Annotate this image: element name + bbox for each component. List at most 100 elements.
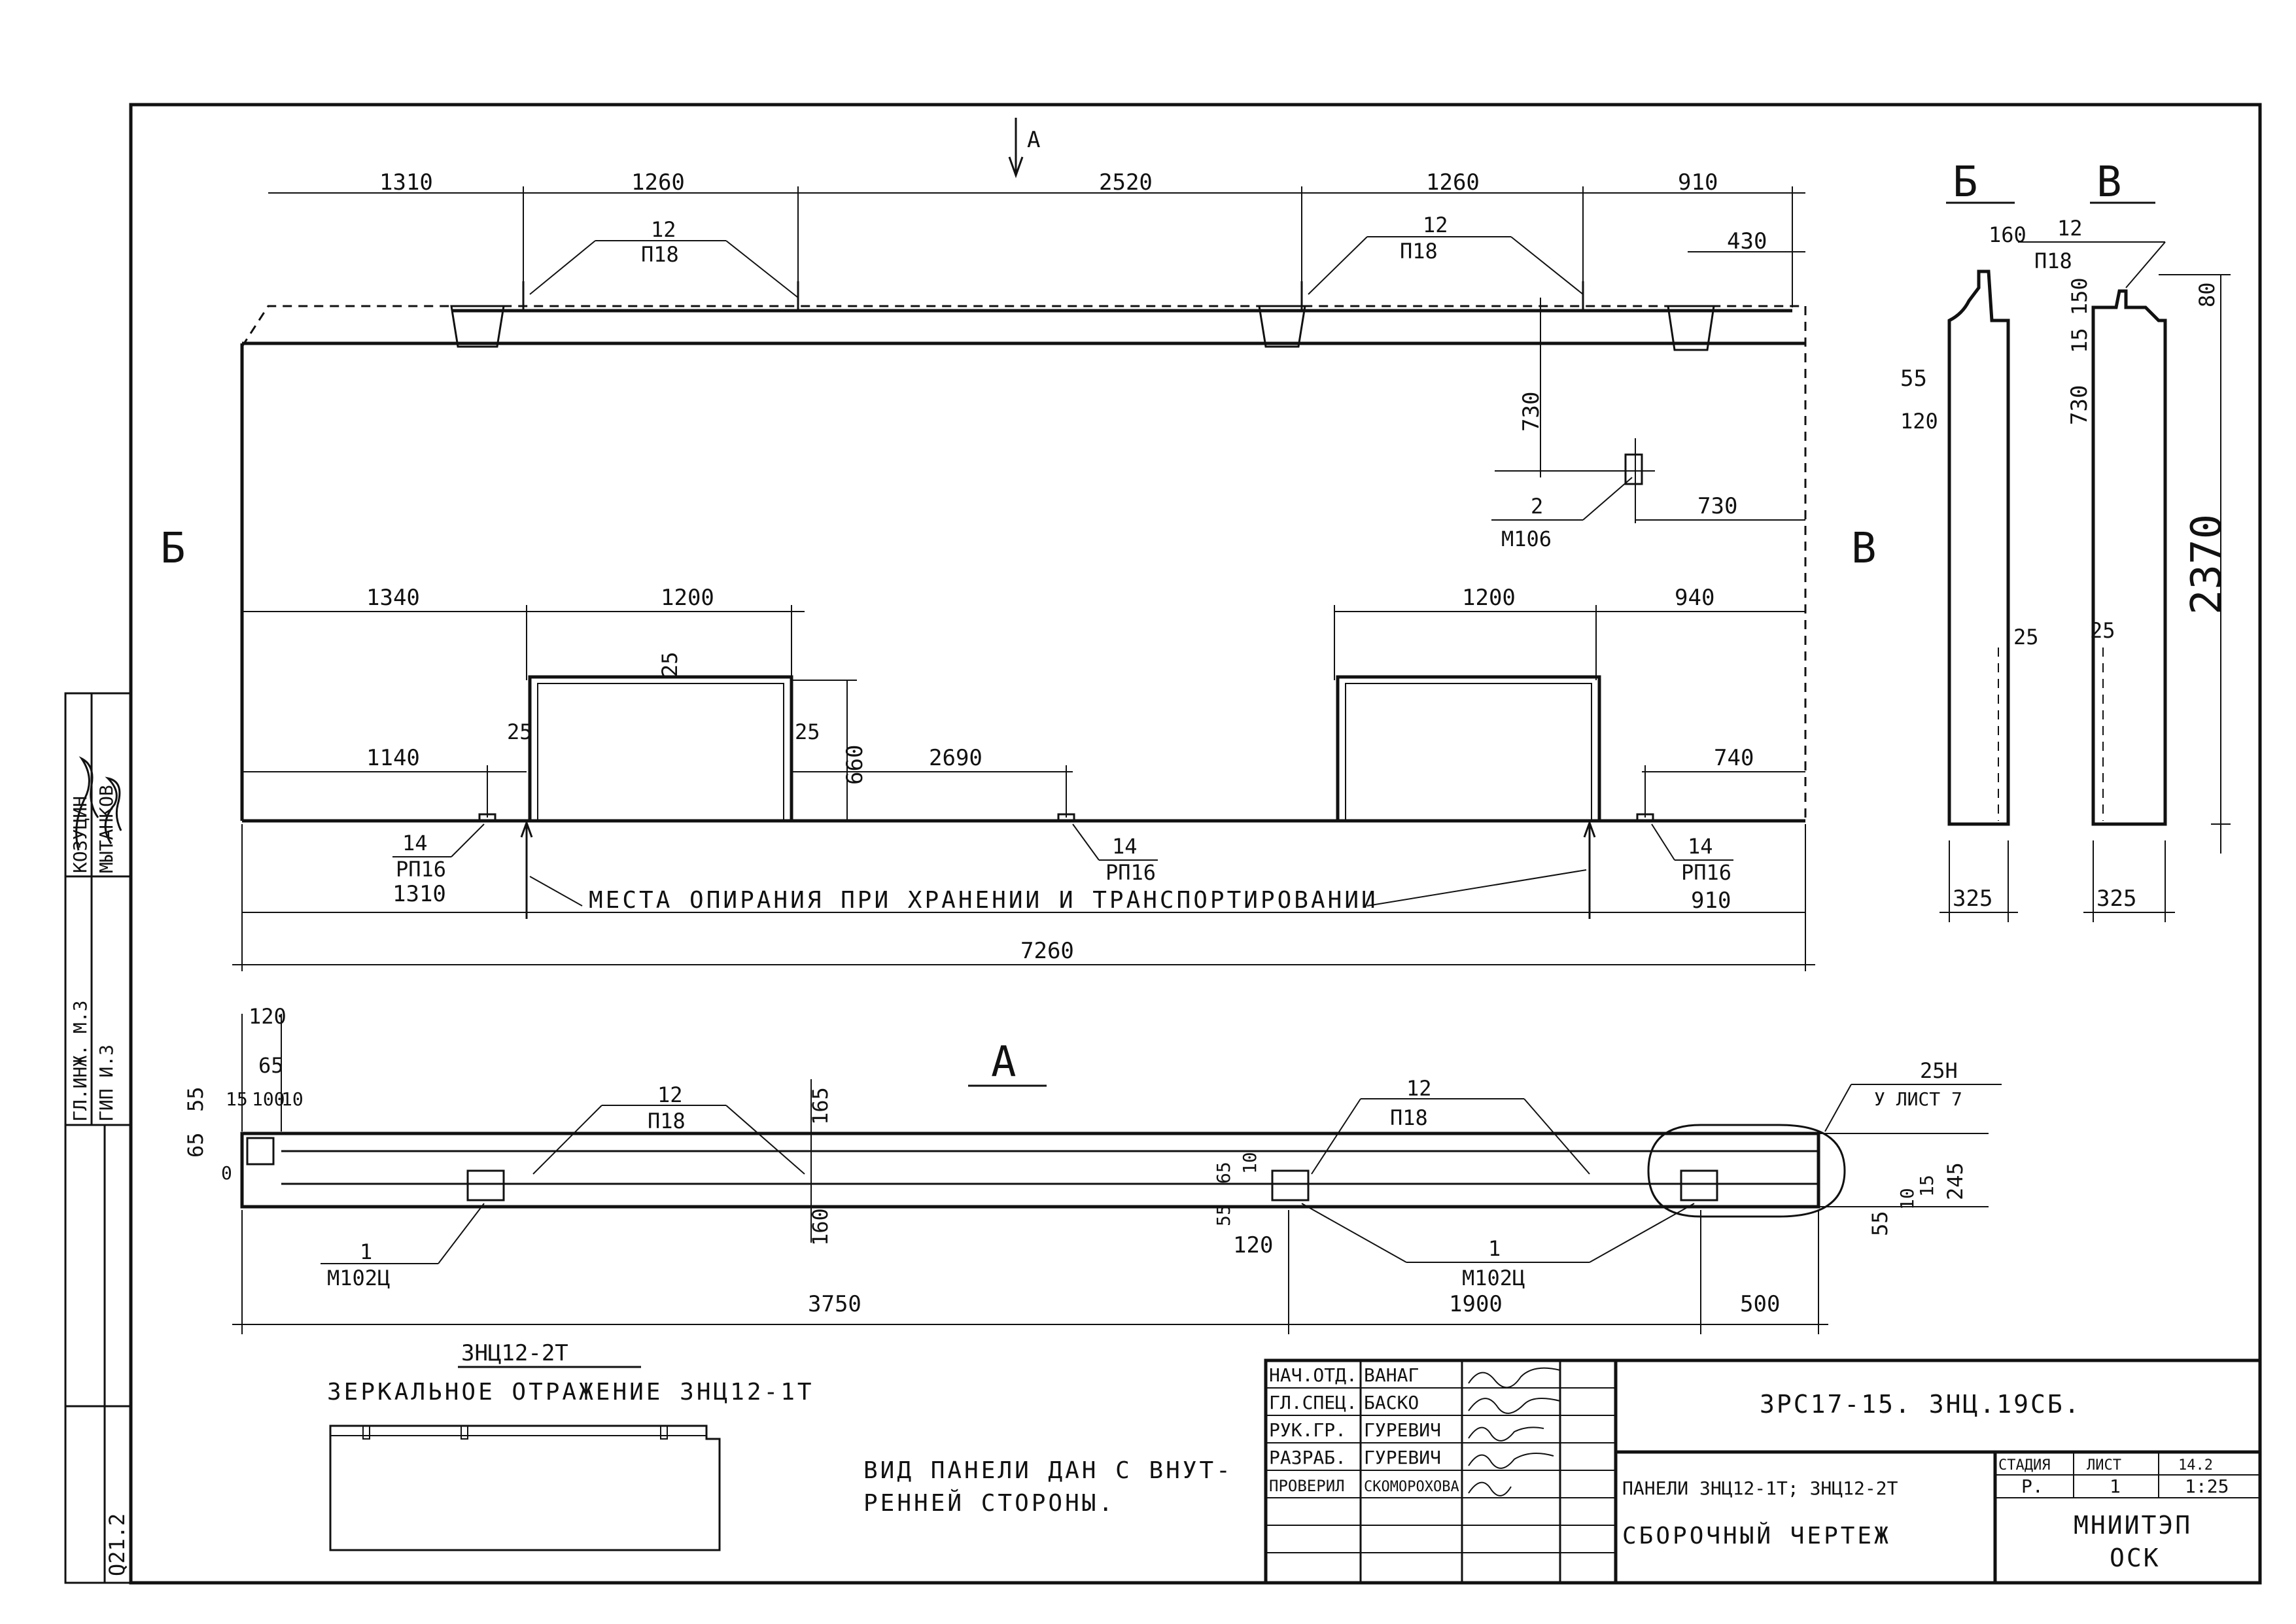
support-note: МЕСТА ОПИРАНИЯ ПРИ ХРАНЕНИИ И ТРАНСПОРТИ… <box>589 887 1378 914</box>
plan-dim-1900: 1900 <box>1449 1291 1503 1317</box>
plan-title: А <box>991 1038 1017 1086</box>
elev-p18-left-num: 12 <box>651 217 676 242</box>
window-dim-1200-right: 1200 <box>1462 585 1516 611</box>
plan-m102-right-num: 1 <box>1488 1236 1501 1261</box>
top-dim-5: 910 <box>1678 169 1718 196</box>
tb-stage-header: СТАДИЯ <box>1998 1457 2050 1474</box>
plan-dim-65-side: 65 <box>183 1132 208 1158</box>
tb-scale: 1:25 <box>2185 1476 2229 1497</box>
tb-role-3: РУК.ГР. <box>1269 1419 1346 1441</box>
total-length-7260: 7260 <box>1020 938 1074 964</box>
plan-dim-0: 0 <box>221 1162 232 1184</box>
tb-signature-1 <box>1468 1367 1561 1389</box>
tb-signature-3 <box>1468 1426 1544 1442</box>
window-opening-right <box>1336 675 1601 823</box>
tb-code: 3РС17-15. 3НЦ.19СБ. <box>1760 1390 2081 1419</box>
side-stamp-frame <box>64 692 132 1584</box>
section-v: В 12 П18 15 150 80 730 25 2370 325 <box>2018 158 2231 922</box>
support-dim-910: 910 <box>1691 888 1731 914</box>
top-dim-4: 1260 <box>1426 169 1480 196</box>
signature-1 <box>75 756 99 851</box>
section-v-dim-2370: 2370 <box>2183 514 2231 615</box>
section-v-callout-mark: П18 <box>2034 249 2072 273</box>
top-dim-2: 1260 <box>631 169 685 196</box>
plan-dim-3750: 3750 <box>808 1291 861 1317</box>
side-stamp-role-2: ГИП И.З <box>96 1045 117 1122</box>
plan-dim-100: 100 <box>252 1088 285 1110</box>
view-arrow-label: А <box>1027 127 1040 153</box>
elev-p18-right-num: 12 <box>1423 213 1448 237</box>
section-b-title: Б <box>1953 158 1978 207</box>
plan-p18-right-num: 12 <box>1406 1076 1432 1101</box>
plan-small-55: 55 <box>1213 1204 1234 1226</box>
tb-title-line2: СБОРОЧНЫЙ ЧЕРТЕЖ <box>1622 1522 1891 1549</box>
tb-role-1: НАЧ.ОТД. <box>1269 1364 1357 1386</box>
rp16-b-mark: РП16 <box>1105 860 1156 885</box>
rp16-c-mark: РП16 <box>1681 860 1731 885</box>
plan-dim-160: 160 <box>808 1208 833 1246</box>
section-b-dim-55: 55 <box>1900 366 1927 392</box>
side-stamp-ref: Q21.2 <box>105 1513 130 1576</box>
rp16-a-num: 14 <box>402 831 428 855</box>
side-stamp-role-1: ГЛ.ИНЖ. М.З <box>69 1001 91 1122</box>
mirror-mark: 3НЦ12-2Т <box>461 1340 568 1366</box>
plan-m102-left-num: 1 <box>360 1239 372 1264</box>
tb-org-line1: МНИИТЭП <box>2074 1511 2192 1540</box>
elev-p18-left-mark: П18 <box>641 242 679 267</box>
section-b: Б 160 55 120 25 325 <box>1900 158 2039 922</box>
tb-signature-2 <box>1468 1398 1561 1414</box>
plan-p18-left-mark: П18 <box>648 1109 686 1133</box>
window-height-660: 660 <box>842 745 868 785</box>
mirror-variant: 3НЦ12-2Т ЗЕРКАЛЬНОЕ ОТРАЖЕНИЕ 3НЦ12-1Т <box>327 1340 812 1551</box>
window-opening-left <box>528 675 793 823</box>
node-25n-highlight <box>1647 1124 1846 1218</box>
bottom-dim-2690: 2690 <box>929 745 983 771</box>
tb-sheets-header: 14.2 <box>2178 1457 2213 1474</box>
tb-role-2: ГЛ.СПЕЦ. <box>1269 1392 1357 1413</box>
section-b-dim-325: 325 <box>1953 886 1992 912</box>
plan-right-245: 245 <box>1943 1162 1968 1200</box>
section-b-dim-120: 120 <box>1900 409 1938 434</box>
elev-dim-730-embed: 730 <box>1697 493 1737 519</box>
plan-right-55: 55 <box>1868 1211 1892 1236</box>
node-ref-sheet: У ЛИСТ 7 <box>1874 1088 1962 1110</box>
tb-name-3: ГУРЕВИЧ <box>1364 1419 1441 1441</box>
section-v-callout-num: 12 <box>2057 216 2083 241</box>
rp16-c-num: 14 <box>1688 834 1713 859</box>
window-25-top: 25 <box>657 651 682 677</box>
plan-m102-left-mark: М102Ц <box>327 1266 390 1290</box>
tb-name-1: ВАНАГ <box>1364 1364 1419 1386</box>
tb-role-5: ПРОВЕРИЛ <box>1269 1477 1345 1495</box>
plan-small-10: 10 <box>1239 1152 1261 1174</box>
plan-p18-right-mark: П18 <box>1390 1105 1428 1130</box>
section-v-dim-15-150: 15 150 <box>2067 277 2092 353</box>
tb-stage: Р. <box>2021 1476 2044 1497</box>
tb-sheet-header: ЛИСТ <box>2087 1457 2121 1474</box>
section-v-title: В <box>2096 158 2122 207</box>
bottom-dim-740: 740 <box>1714 745 1754 771</box>
elev-dim-730-vert: 730 <box>1518 392 1544 432</box>
tb-role-4: РАЗРАБ. <box>1269 1447 1346 1468</box>
plan-dim-65-top: 65 <box>258 1053 284 1078</box>
tb-signature-5 <box>1468 1481 1512 1496</box>
top-dim-1: 1310 <box>379 169 433 196</box>
tb-title-line1: ПАНЕЛИ 3НЦ12-1Т; 3НЦ12-2Т <box>1622 1477 1898 1499</box>
elev-p18-right-mark: П18 <box>1400 239 1438 264</box>
window-dim-1200-left: 1200 <box>661 585 714 611</box>
bottom-dim-1140: 1140 <box>366 745 420 771</box>
plan-view-a: А 120 65 15 100 10 65 55 0 12 П18 12 П18 <box>183 1004 2002 1334</box>
plan-dim-15: 15 <box>226 1088 248 1110</box>
section-b-dim-25: 25 <box>2013 625 2039 649</box>
tb-sheet: 1 <box>2110 1476 2121 1497</box>
plan-p18-left-num: 12 <box>657 1082 683 1107</box>
elev-m106-mark: М106 <box>1501 527 1552 551</box>
title-block: НАЧ.ОТД. ВАНАГ ГЛ.СПЕЦ. БАСКО РУК.ГР. ГУ… <box>1264 1358 2262 1585</box>
section-v-dim-325: 325 <box>2096 886 2136 912</box>
window-dim-940: 940 <box>1675 585 1714 611</box>
tb-name-4: ГУРЕВИЧ <box>1364 1447 1441 1468</box>
elev-dim-430: 430 <box>1727 228 1767 254</box>
tb-signature-4 <box>1468 1453 1554 1469</box>
tb-name-5: СКОМОРОХОВА <box>1364 1479 1459 1495</box>
rp16-a-mark: РП16 <box>396 857 446 882</box>
elev-m106-num: 2 <box>1531 494 1543 519</box>
